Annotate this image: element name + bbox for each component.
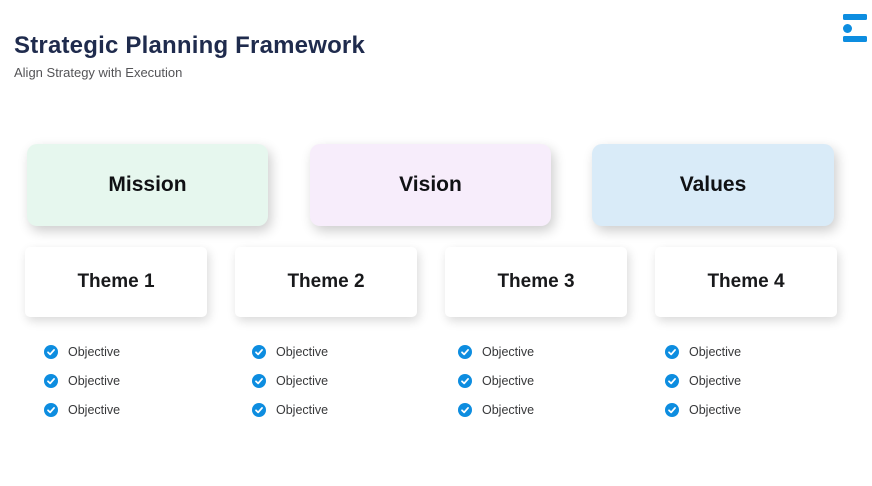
pillar-mission: Mission bbox=[27, 144, 268, 226]
check-circle-icon bbox=[665, 374, 679, 388]
theme-card-2: Theme 2 bbox=[235, 247, 417, 317]
check-circle-icon bbox=[44, 403, 58, 417]
theme-card-4: Theme 4 bbox=[655, 247, 837, 317]
list-item: Objective bbox=[665, 403, 741, 417]
list-item: Objective bbox=[665, 374, 741, 388]
list-item: Objective bbox=[665, 345, 741, 359]
check-circle-icon bbox=[665, 345, 679, 359]
check-circle-icon bbox=[252, 374, 266, 388]
pillar-mission-label: Mission bbox=[108, 173, 187, 196]
list-item: Objective bbox=[252, 403, 328, 417]
pillar-values-label: Values bbox=[679, 173, 747, 196]
objective-label: Objective bbox=[276, 373, 329, 388]
check-circle-icon bbox=[44, 374, 58, 388]
objective-label: Objective bbox=[482, 373, 535, 388]
theme-3-label: Theme 3 bbox=[497, 271, 575, 292]
objective-label: Objective bbox=[482, 344, 535, 359]
objective-list-theme-1: Objective Objective Objective bbox=[44, 345, 120, 432]
objective-label: Objective bbox=[68, 402, 121, 417]
pillar-vision-label: Vision bbox=[399, 173, 462, 196]
brand-e-logo-icon bbox=[843, 14, 867, 43]
theme-2-label: Theme 2 bbox=[287, 271, 365, 292]
objective-label: Objective bbox=[689, 373, 742, 388]
list-item: Objective bbox=[44, 403, 120, 417]
page-title: Strategic Planning Framework bbox=[14, 32, 366, 59]
objective-label: Objective bbox=[689, 402, 742, 417]
objective-list-theme-3: Objective Objective Objective bbox=[458, 345, 534, 432]
check-circle-icon bbox=[458, 345, 472, 359]
logo-bar-bottom bbox=[843, 36, 867, 42]
objective-label: Objective bbox=[276, 402, 329, 417]
theme-card-3: Theme 3 bbox=[445, 247, 627, 317]
list-item: Objective bbox=[458, 403, 534, 417]
objective-list-theme-2: Objective Objective Objective bbox=[252, 345, 328, 432]
list-item: Objective bbox=[252, 345, 328, 359]
objective-label: Objective bbox=[689, 344, 742, 359]
pillar-values: Values bbox=[592, 144, 834, 226]
list-item: Objective bbox=[458, 345, 534, 359]
check-circle-icon bbox=[665, 403, 679, 417]
logo-bar-top bbox=[843, 14, 867, 20]
logo-dot bbox=[843, 24, 852, 33]
list-item: Objective bbox=[44, 345, 120, 359]
objective-label: Objective bbox=[68, 344, 121, 359]
check-circle-icon bbox=[458, 403, 472, 417]
check-circle-icon bbox=[44, 345, 58, 359]
theme-card-1: Theme 1 bbox=[25, 247, 207, 317]
objective-list-theme-4: Objective Objective Objective bbox=[665, 345, 741, 432]
objective-label: Objective bbox=[482, 402, 535, 417]
theme-1-label: Theme 1 bbox=[77, 271, 155, 292]
list-item: Objective bbox=[44, 374, 120, 388]
list-item: Objective bbox=[252, 374, 328, 388]
pillar-vision: Vision bbox=[310, 144, 551, 226]
objective-label: Objective bbox=[68, 373, 121, 388]
check-circle-icon bbox=[252, 345, 266, 359]
objective-label: Objective bbox=[276, 344, 329, 359]
list-item: Objective bbox=[458, 374, 534, 388]
check-circle-icon bbox=[458, 374, 472, 388]
theme-4-label: Theme 4 bbox=[707, 271, 785, 292]
page-subtitle: Align Strategy with Execution bbox=[14, 65, 183, 80]
check-circle-icon bbox=[252, 403, 266, 417]
